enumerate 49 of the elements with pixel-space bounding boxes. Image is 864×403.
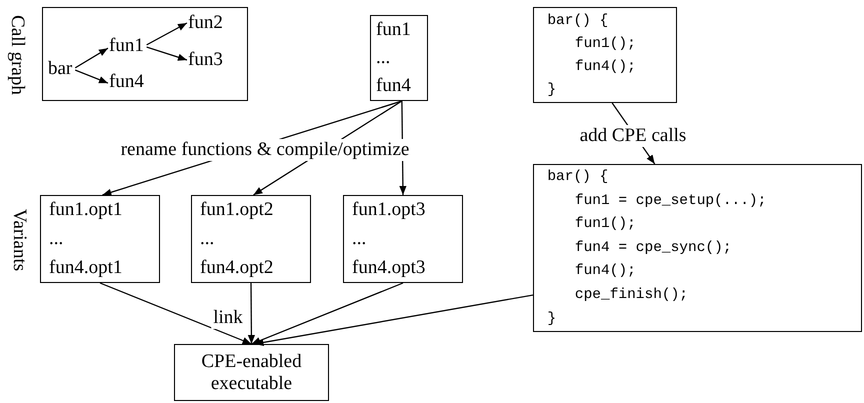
code-line: fun1 = cpe_setup(...); [574, 192, 766, 211]
arrow [100, 282, 252, 345]
arrow [251, 282, 404, 345]
function-name: fun4.opt3 [352, 257, 426, 279]
box-label: CPE-enabled executable [200, 350, 303, 394]
function-name: fun4.opt2 [200, 257, 274, 279]
function-name: fun1.opt3 [352, 199, 426, 221]
arrow [74, 70, 108, 84]
arrow [248, 283, 256, 344]
section-label: Call graph [6, 15, 28, 95]
variant-box [191, 195, 311, 283]
function-name: fun3 [188, 49, 223, 71]
ellipsis: ... [200, 228, 214, 250]
code-line: fun4(); [574, 58, 636, 77]
code-line: } [546, 310, 556, 329]
ellipsis: ... [49, 228, 64, 250]
function-name: fun1 [376, 19, 411, 41]
code-box [533, 7, 677, 103]
function-name: fun4 [376, 75, 411, 97]
ellipsis: ... [352, 228, 366, 250]
function-name: bar [48, 58, 72, 80]
edge-label: rename functions & compile/optimize [118, 139, 412, 161]
function-name: fun1.opt2 [200, 199, 274, 221]
ellipsis: ... [376, 47, 390, 69]
arrow [146, 46, 188, 61]
code-line: cpe_finish(); [574, 286, 688, 305]
section-label: Variants [8, 208, 30, 272]
code-box [533, 164, 862, 332]
variant-box [40, 195, 160, 283]
code-line: fun1(); [574, 215, 636, 234]
executable-box [174, 344, 329, 401]
code-line: fun1(); [574, 35, 636, 54]
edge-label: add CPE calls [578, 125, 688, 147]
function-name: fun2 [188, 12, 223, 34]
function-name: fun4.opt1 [49, 257, 122, 279]
call-graph-box [42, 7, 248, 101]
function-list-box [370, 15, 428, 101]
function-name: fun4 [109, 71, 144, 93]
code-line: fun4 = cpe_sync(); [574, 238, 732, 258]
function-name: fun1 [109, 35, 144, 57]
code-line: } [546, 81, 556, 100]
edge-label: link [211, 307, 245, 329]
function-name: fun1.opt1 [49, 199, 122, 221]
code-line: fun4(); [574, 262, 636, 282]
code-line: bar() { [546, 168, 608, 187]
arrow [146, 22, 188, 46]
code-line: bar() { [546, 12, 608, 31]
variant-box [343, 195, 463, 283]
arrow [74, 48, 108, 68]
